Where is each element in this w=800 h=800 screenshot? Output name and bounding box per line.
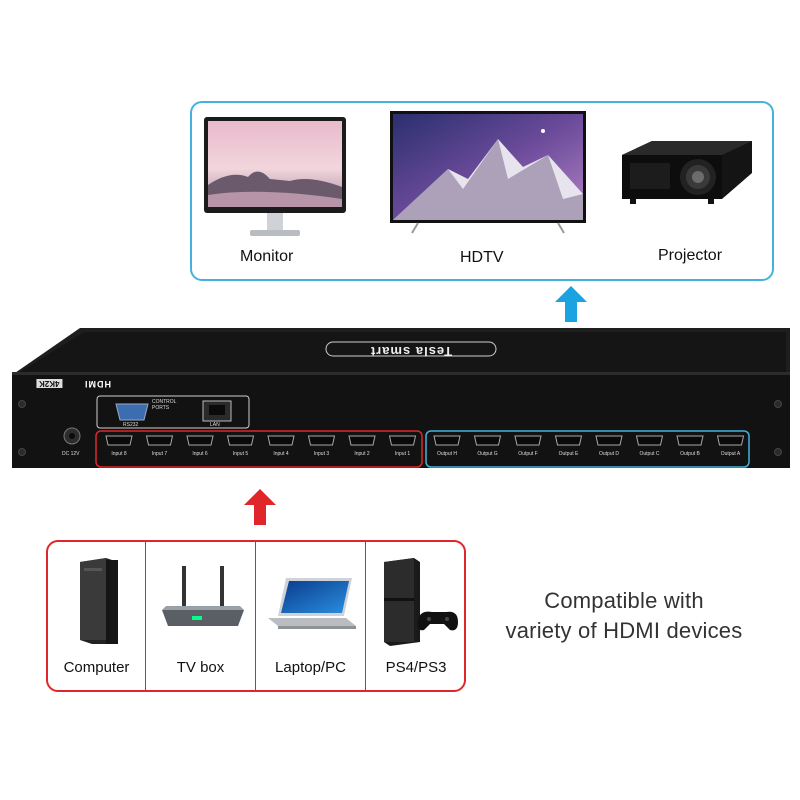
matrix-chassis-graphic: Input 8 Input 7 Input 6 Input 5 Input 4 Input… <box>12 328 790 468</box>
hdmi-input-port-label: Input 6 <box>192 451 208 457</box>
hdtv-label: HDTV <box>460 249 504 266</box>
laptop-icon <box>268 578 356 629</box>
hdmi-input-port <box>186 435 214 446</box>
projector-device <box>612 133 762 213</box>
hdmi-output-port-label: Output D <box>599 451 619 457</box>
up-arrow-red-icon <box>244 489 276 525</box>
hdmi-input-port-label: Input 3 <box>314 451 330 457</box>
hdmi-output-port <box>514 435 542 446</box>
projector-icon <box>622 141 752 204</box>
computer-tower-icon <box>80 558 118 644</box>
hdmi-input-port-label: Input 7 <box>152 451 168 457</box>
hdmi-input-port <box>226 435 255 446</box>
laptop-label: Laptop/PC <box>275 659 346 676</box>
computer-cell: Computer <box>48 542 146 690</box>
hdmi-output-port <box>473 435 502 446</box>
hdmi-output-port <box>676 435 704 446</box>
hdtv-icon <box>390 111 586 234</box>
lan-label: LAN <box>210 422 220 428</box>
hdmi-output-port-label: Output E <box>559 451 579 457</box>
hdmi-output-port-label: Output G <box>477 451 497 457</box>
hdmi-input-port <box>105 435 133 446</box>
up-arrow-blue-icon <box>555 286 587 322</box>
computer-label: Computer <box>63 659 130 676</box>
laptop-cell: Laptop/PC <box>256 542 366 690</box>
hdmi-input-port <box>388 435 417 446</box>
hdmi-output-port-label: Output H <box>437 451 457 457</box>
tagline-line-2: variety of HDMI devices <box>505 618 743 643</box>
tagline-line-1: Compatible with <box>544 588 704 613</box>
hdmi-input-port-label: Input 4 <box>273 451 289 457</box>
hdmi-input-port <box>348 435 376 446</box>
hdmi-input-port <box>145 435 174 446</box>
4k-badge: 4K2K <box>36 379 63 388</box>
hdmi-output-port <box>433 435 461 446</box>
hdmi-output-port <box>716 435 745 446</box>
hdmi-output-port <box>554 435 583 446</box>
hdmi-input-port-label: Input 8 <box>111 451 127 457</box>
hdmi-input-port <box>307 435 336 446</box>
tv-box-cell: TV box <box>146 542 256 690</box>
ps4-label: PS4/PS3 <box>385 659 447 676</box>
tv-box-label: TV box <box>176 659 225 676</box>
hdmi-output-port-label: Output A <box>721 451 741 457</box>
hdmi-input-port-label: Input 5 <box>233 451 249 457</box>
hdmi-output-port-label: Output B <box>680 451 700 457</box>
compatibility-tagline: Compatible with variety of HDMI devices <box>474 586 774 646</box>
projector-label: Projector <box>658 247 723 264</box>
tv-box-icon <box>162 566 244 626</box>
control-ports-label: CONTROL PORTS <box>152 399 177 411</box>
brand-logo: Tesla smart <box>369 344 453 359</box>
hdmi-output-port <box>635 435 664 446</box>
hdmi-input-port <box>267 435 295 446</box>
hdmi-badge: HDMI <box>84 379 111 389</box>
hdtv-device <box>388 109 588 239</box>
game-console-icon <box>384 558 458 646</box>
hdmi-output-port <box>595 435 623 446</box>
input-devices-panel: Computer TV box Laptop/PC <box>46 540 466 692</box>
hdmi-output-port-label: Output F <box>518 451 537 457</box>
power-label: DC 12V <box>62 451 80 457</box>
hdmi-input-port-label: Input 2 <box>354 451 370 457</box>
output-devices-panel: Monitor HDTV <box>190 101 774 281</box>
monitor-device <box>200 115 350 245</box>
monitor-icon <box>204 117 346 236</box>
monitor-label: Monitor <box>240 248 294 265</box>
ps4-cell: PS4/PS3 <box>366 542 464 690</box>
hdmi-output-port-label: Output C <box>639 451 659 457</box>
rs232-label: RS232 <box>123 422 139 428</box>
hdmi-input-port-label: Input 1 <box>395 451 411 457</box>
hdmi-matrix-unit: Input 8 Input 7 Input 6 Input 5 Input 4 Input… <box>0 320 800 480</box>
